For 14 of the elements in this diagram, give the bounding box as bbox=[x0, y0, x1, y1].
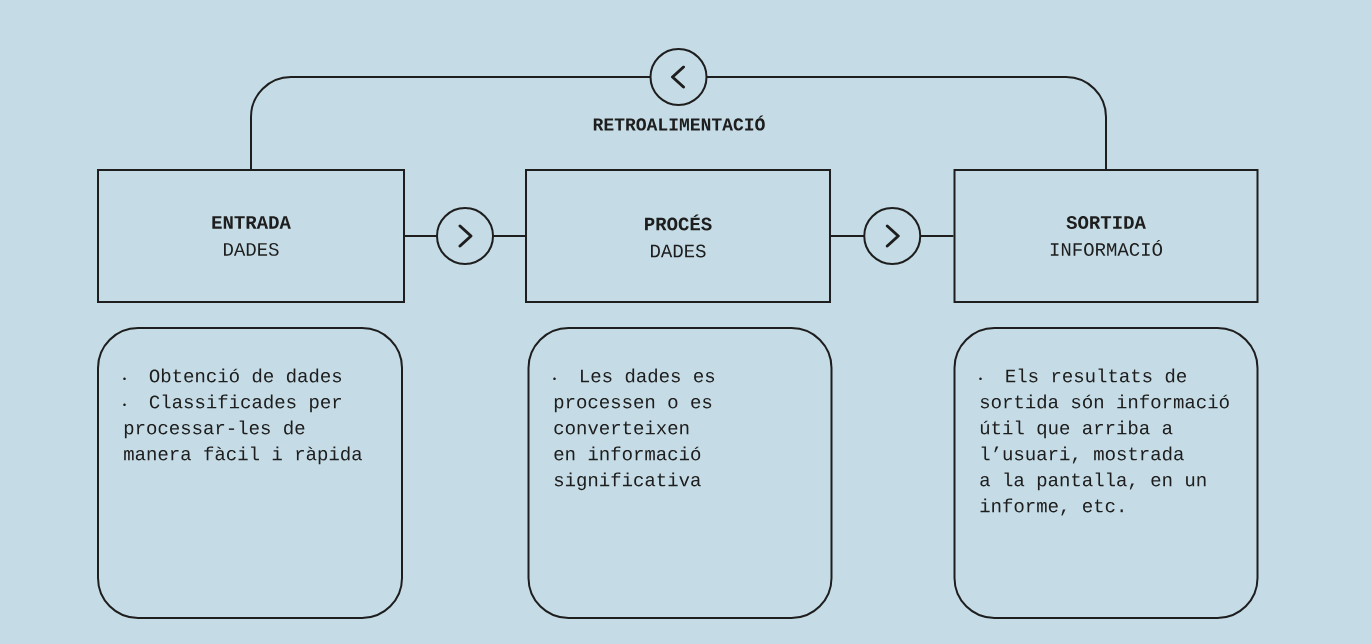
bullet-item: Classificades per processar-les de manera fàcil i ràpida bbox=[123, 394, 362, 465]
bullet-item: Els resultats de sortida són informació útil que arriba a l’usuari, mostrada a la pantalla, en un informe, etc. bbox=[979, 368, 1229, 516]
rounded-box bbox=[527, 327, 833, 619]
process-box: PROCÉS DADES bbox=[525, 169, 831, 303]
bullet-item: Obtenció de dades bbox=[123, 368, 342, 383]
label-text: RETROALIMENTACIÓ bbox=[593, 115, 765, 131]
bullet-item: Les dades es processen o es converteixen en informació significativa bbox=[553, 368, 715, 491]
arrow bbox=[250, 48, 1107, 170]
rounded-box bbox=[953, 327, 1259, 619]
rounded-box bbox=[97, 327, 403, 619]
process-box: ENTRADA DADES bbox=[97, 169, 405, 303]
process-box: SORTIDA INFORMACIÓ bbox=[953, 169, 1259, 303]
arrow bbox=[830, 207, 955, 265]
arrow bbox=[404, 207, 526, 265]
